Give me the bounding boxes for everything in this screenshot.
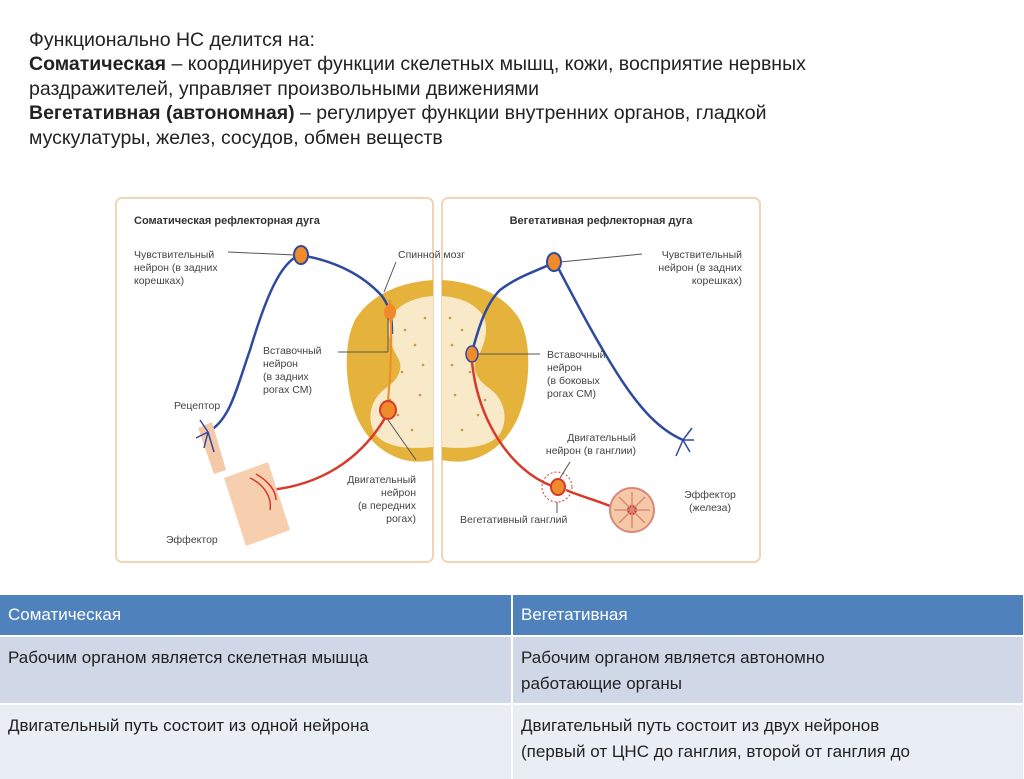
table-row: Рабочим органом является скелетная мышца… <box>0 635 1024 704</box>
intro-line-3: раздражителей, управляет произвольными д… <box>29 77 539 100</box>
intro-line-2: Соматическая – координирует функции скел… <box>29 52 999 76</box>
somatic-sensory-label-3: корешках) <box>134 275 184 287</box>
vegetative-effector-label-1: Эффектор <box>684 489 736 501</box>
cell-somatic: Двигательный путь состоит из одной нейро… <box>0 703 513 779</box>
cell-vegetative: Рабочим органом является автономно работ… <box>512 635 1024 704</box>
vegetative-inter-label-1: Вставочный <box>547 349 606 361</box>
vegetative-sensory-nerve <box>470 260 684 442</box>
vegetative-sensory-label-3: корешках) <box>692 275 742 287</box>
cell-somatic: Рабочим органом является скелетная мышца <box>0 635 513 704</box>
somatic-effector-muscle <box>224 462 290 546</box>
intro-line-4: Вегетативная (автономная) – регулирует ф… <box>29 101 999 125</box>
somatic-arc-title: Соматическая рефлекторная дуга <box>134 215 321 227</box>
receptor-shape <box>198 422 226 474</box>
vegetative-sensory-neuron <box>546 252 562 272</box>
somatic-inter-neuron <box>384 304 396 320</box>
table-row: Двигательный путь состоит из одной нейро… <box>0 703 1024 779</box>
vegetative-term: Вегетативная (автономная) <box>29 102 295 125</box>
vegetative-motor-label-1: Двигательный <box>567 432 636 444</box>
somatic-sensory-label-1: Чувствительный <box>134 249 214 261</box>
vegetative-effector-branches <box>675 427 694 457</box>
somatic-inter-label-2: нейрон <box>263 358 298 370</box>
cell-line: Рабочим органом является автономно <box>521 648 825 667</box>
vegetative-sensory-label-1: Чувствительный <box>662 249 742 261</box>
somatic-term: Соматическая <box>29 53 167 76</box>
somatic-motor-label-2: нейрон <box>381 487 416 499</box>
vegetative-sensory-label-2: нейрон (в задних <box>658 262 742 274</box>
vegetative-motor-label-2: нейрон (в ганглии) <box>546 445 636 457</box>
somatic-motor-nerve <box>269 417 387 492</box>
cell-line: Двигательный путь состоит из двух нейрон… <box>521 716 880 735</box>
somatic-inter-label-1: Вставочный <box>263 345 322 357</box>
intro-text: Функционально НС делится на: Соматическа… <box>29 28 999 150</box>
header-vegetative: Вегетативная <box>512 595 1024 636</box>
vegetative-ganglion-label: Вегетативный ганглий <box>460 514 567 526</box>
cell-line: (первый от ЦНС до ганглия, второй от ган… <box>521 742 910 761</box>
vegetative-inter-neuron <box>465 345 479 363</box>
cell-line: Двигательный путь состоит из одной нейро… <box>8 716 369 735</box>
label-leaders <box>227 251 643 513</box>
vegetative-ganglion <box>541 471 573 503</box>
table-header-row: Соматическая Вегетативная <box>0 595 1024 636</box>
vegetative-inter-label-2: нейрон <box>547 362 582 374</box>
somatic-desc-1: – координирует функции скелетных мышц, к… <box>166 53 806 76</box>
grey-matter-dots <box>388 316 487 432</box>
vegetative-motor-neuron <box>550 478 566 496</box>
somatic-motor-label-1: Двигательный <box>347 474 416 486</box>
vegetative-effector-label-2: (железа) <box>689 502 731 514</box>
receptor-label: Рецептор <box>174 400 220 412</box>
somatic-motor-label-4: рогах) <box>386 513 416 525</box>
vegetative-arc-title: Вегетативная рефлекторная дуга <box>510 215 694 227</box>
reflex-arc-diagram: Соматическая рефлекторная дуга Вегетатив… <box>115 197 761 563</box>
somatic-sensory-neuron <box>293 245 309 265</box>
spinal-cord-label: Спинной мозг <box>398 249 465 261</box>
intro-line-5: мускулатуры, желез, сосудов, обмен вещес… <box>29 126 443 149</box>
somatic-inter-label-4: рогах СМ) <box>263 384 312 396</box>
vegetative-desc-1: – регулирует функции внутренних органов,… <box>294 102 767 125</box>
vegetative-preganglionic-nerve <box>470 361 553 488</box>
somatic-motor-label-3: (в передних <box>358 500 417 512</box>
somatic-effector-label: Эффектор <box>166 534 218 546</box>
gland-effector <box>609 487 655 533</box>
header-somatic: Соматическая <box>0 595 513 636</box>
vegetative-postganglionic-nerve <box>565 488 611 508</box>
somatic-motor-neuron <box>379 400 397 420</box>
vegetative-inter-label-3: (в боковых <box>547 375 601 387</box>
receptor-branches <box>195 419 215 453</box>
intro-line-1: Функционально НС делится на: <box>29 29 315 51</box>
cell-line: Рабочим органом является скелетная мышца <box>8 648 369 667</box>
cell-line: работающие органы <box>521 674 682 693</box>
cell-vegetative: Двигательный путь состоит из двух нейрон… <box>512 703 1024 779</box>
somatic-inter-label-3: (в задних <box>263 371 309 383</box>
vegetative-inter-label-4: рогах СМ) <box>547 388 596 400</box>
somatic-sensory-label-2: нейрон (в задних <box>134 262 218 274</box>
comparison-table: Соматическая Вегетативная Рабочим органо… <box>0 595 1024 779</box>
